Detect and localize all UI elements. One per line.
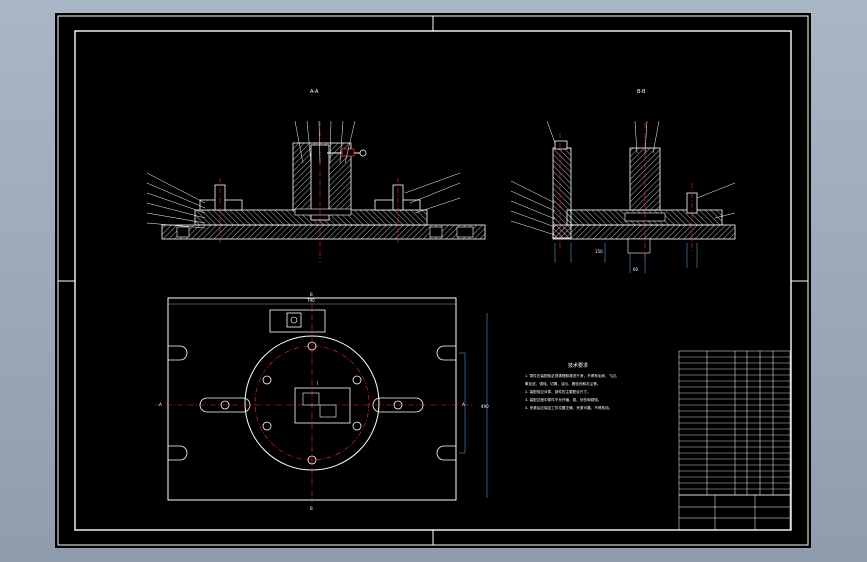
section-view-right: B-B — [510, 89, 736, 273]
section-marker-bottom: B — [310, 506, 313, 511]
section-view-left: A-A — [146, 89, 486, 263]
dim-label-150: 150 — [595, 249, 603, 254]
title-block — [678, 494, 791, 531]
technical-requirements: 技术要求 1. 零件在装配前必须清理和清洗干净，不得有毛刺、飞边、 氧化皮、锈蚀… — [525, 362, 619, 410]
drawing-sheet: A-A — [55, 13, 811, 548]
center-mark: I — [317, 381, 318, 386]
base-plate-outline — [167, 297, 457, 501]
tech-req-line-5: 4. 夹紧后应保证工件位置正确，夹紧可靠，不得松动。 — [525, 405, 612, 410]
parts-list-rows — [679, 356, 790, 496]
outer-border — [57, 15, 809, 546]
fixture-drawing: A-A — [57, 15, 809, 546]
tech-req-line-4: 3. 装配过程中零件不允许磕、碰、划伤和锈蚀。 — [525, 397, 601, 402]
view-label-right: B-B — [637, 89, 646, 95]
plan-width-dim: 790 — [307, 298, 315, 303]
section-marker-left: A — [159, 402, 162, 407]
tech-req-title: 技术要求 — [568, 362, 588, 369]
view-label-left: A-A — [310, 89, 319, 95]
inner-border — [74, 30, 792, 531]
tech-req-line-1: 1. 零件在装配前必须清理和清洗干净，不得有毛刺、飞边、 — [525, 373, 619, 378]
dim-label-60: 60 — [633, 267, 639, 272]
tech-req-line-2: 氧化皮、锈蚀、切屑、油污、着色剂和灰尘等。 — [525, 381, 600, 386]
plan-height-dim: 490 — [481, 404, 489, 409]
section-marker-top: B — [310, 292, 313, 297]
tech-req-line-3: 2. 装配前应对零、部件的主要配合尺寸。 — [525, 389, 591, 394]
plan-view: I A A B B 790 490 — [155, 292, 489, 511]
section-marker-right: A — [462, 402, 465, 407]
sheet-frame — [57, 15, 809, 546]
